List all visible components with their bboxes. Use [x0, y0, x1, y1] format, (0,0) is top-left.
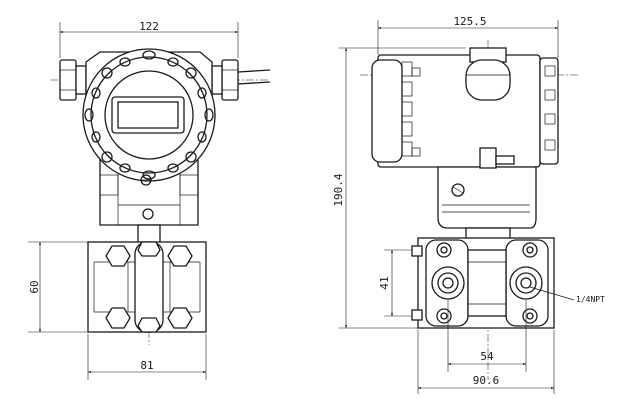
- label-port-thread: 1/4NPT: [576, 295, 605, 304]
- side-flange: [411, 237, 555, 329]
- side-view: 1/4NPT 125.5 190.4 41 54 90.6: [332, 15, 605, 394]
- right-gland: [211, 59, 239, 101]
- front-view: 122 60 81: [28, 20, 271, 380]
- dim-front-flange-width: 81: [140, 359, 153, 372]
- dim-side-width-bottom: 90.6: [473, 374, 500, 387]
- left-gland: [59, 59, 87, 101]
- display-window: [111, 96, 185, 134]
- side-right-ribs: [539, 57, 559, 165]
- dim-front-flange-height: 60: [28, 280, 41, 293]
- dim-side-port-vertical: 41: [378, 276, 391, 289]
- dim-side-total-height: 190.4: [332, 173, 345, 206]
- cover-lugs: [84, 50, 214, 180]
- dim-front-width-top: 122: [139, 20, 159, 33]
- side-top-gland: [465, 47, 511, 101]
- side-left-ribs: [401, 61, 421, 157]
- dim-side-port-horizontal: 54: [480, 350, 494, 363]
- dim-side-width-top: 125.5: [453, 15, 486, 28]
- front-flange: [87, 241, 207, 333]
